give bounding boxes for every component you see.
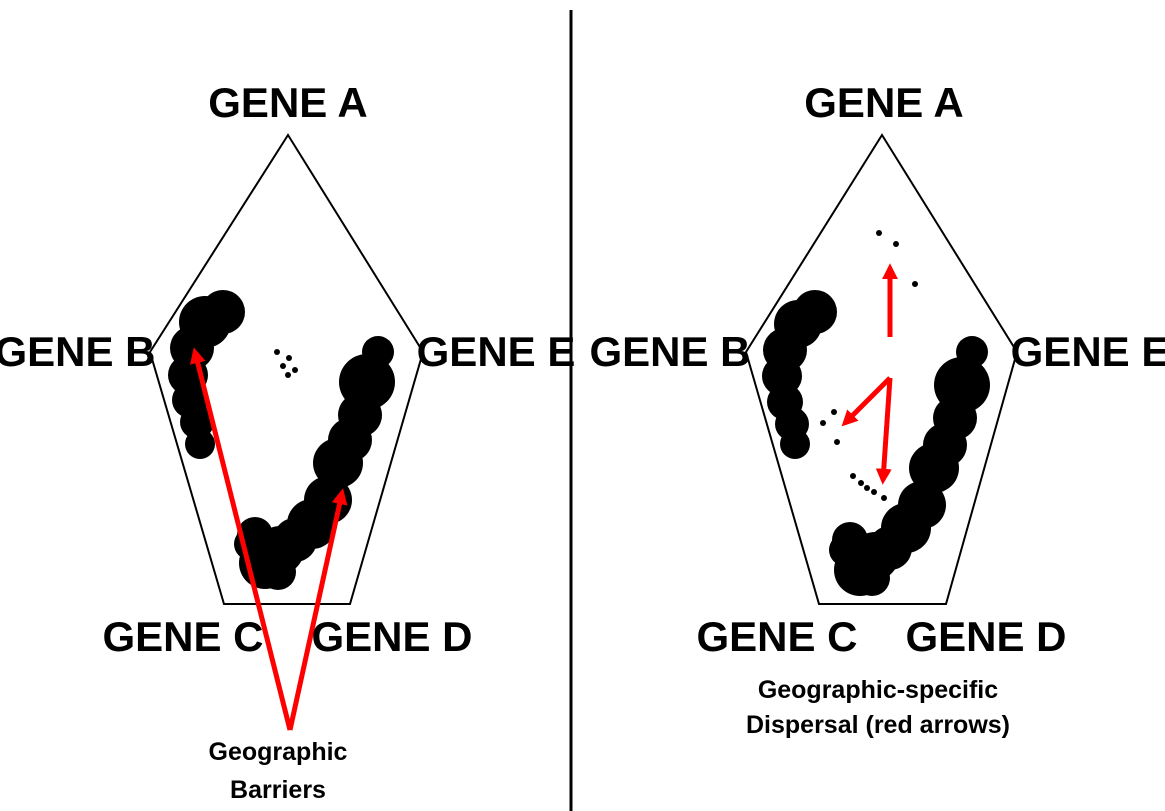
- left-gene-b-label: GENE B: [0, 328, 156, 375]
- right-gene-c-label: GENE C: [696, 613, 857, 660]
- left-gene-c-label: GENE C: [102, 613, 263, 660]
- left-caption-line-1: Geographic: [209, 738, 348, 766]
- right-gene-a-label: GENE A: [804, 79, 963, 126]
- right-caption-line-2: Dispersal (red arrows): [746, 711, 1010, 739]
- right-gene-d-label: GENE D: [905, 613, 1066, 660]
- left-gene-e-label: GENE E: [417, 328, 576, 375]
- left-caption-line-2: Barriers: [230, 776, 326, 804]
- right-caption-line-1: Geographic-specific: [758, 676, 998, 704]
- left-gene-a-label: GENE A: [208, 79, 367, 126]
- right-gene-b-label: GENE B: [589, 328, 750, 375]
- left-gene-d-label: GENE D: [311, 613, 472, 660]
- right-panel: GENE A GENE B GENE E GENE C GENE D Geogr…: [589, 79, 1165, 739]
- right-gene-e-label: GENE E: [1011, 328, 1165, 375]
- left-panel: GENE A GENE B GENE E GENE C GENE D Geogr…: [0, 79, 575, 804]
